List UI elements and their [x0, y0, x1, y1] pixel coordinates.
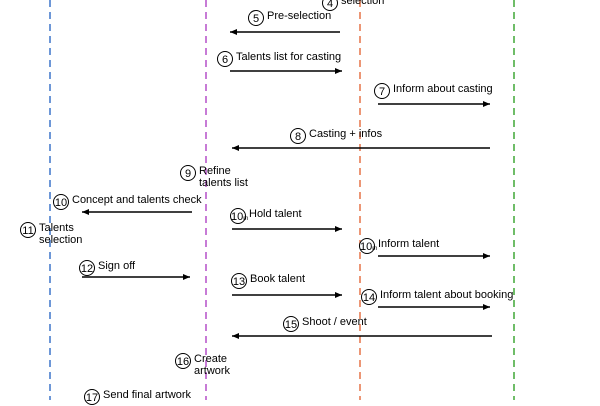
- step-number-badge: 10: [53, 194, 69, 210]
- step-label: Hold talent: [249, 208, 302, 220]
- step-number-badge: 17: [84, 389, 100, 405]
- step-label: Create artwork: [194, 353, 231, 377]
- step-number-badge: 11: [20, 222, 36, 238]
- step-label: Sign off: [98, 260, 136, 272]
- step-label: Inform talent: [378, 238, 440, 250]
- step-label: Shoot / event: [302, 316, 367, 328]
- step-number-badge: 14: [361, 289, 377, 305]
- step-caption: 10mInform talent: [359, 238, 439, 254]
- step-number-badge: 15: [283, 316, 299, 332]
- step-label: Inform about casting: [393, 83, 493, 95]
- step-number-badge: 12: [79, 260, 95, 276]
- step-label: Talents list for casting: [236, 51, 342, 63]
- step-label: Book talent: [250, 273, 306, 285]
- step-number-badge: 5: [248, 10, 264, 26]
- step-label: selection: [341, 0, 385, 7]
- step-label: Refine talents list: [199, 165, 248, 189]
- step-number-badge: 10m: [230, 208, 248, 224]
- step-number-badge: 4: [322, 0, 338, 11]
- step-number-badge: 8: [290, 128, 306, 144]
- step-number-badge: 10m: [359, 238, 377, 254]
- step-label: Send final artwork: [103, 389, 192, 401]
- step-number-badge: 16: [175, 353, 191, 369]
- step-label: Inform talent about booking: [380, 289, 514, 301]
- step-label: Casting + infos: [309, 128, 383, 140]
- step-number-badge: 6: [217, 51, 233, 67]
- step-number-badge: 13: [231, 273, 247, 289]
- step-label: Concept and talents check: [72, 194, 202, 206]
- step-number-badge: 9: [180, 165, 196, 181]
- step-label: Talents selection: [39, 222, 83, 246]
- step-caption: 10mHold talent: [230, 208, 302, 224]
- step-number-badge: 7: [374, 83, 390, 99]
- step-label: Pre-selection: [267, 10, 332, 22]
